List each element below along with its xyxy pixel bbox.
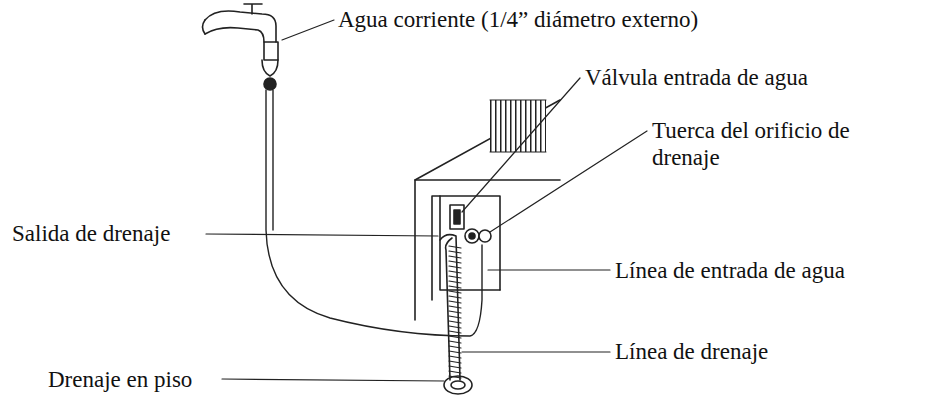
- hose-rib: [449, 256, 461, 258]
- hose-rib: [449, 326, 461, 328]
- hose-rib: [449, 291, 461, 293]
- hose-rib: [449, 316, 461, 318]
- supply-label: Agua corriente (1/4” diámetro externo): [338, 6, 698, 33]
- valve-label: Válvula entrada de agua: [585, 64, 808, 91]
- hose-rib: [449, 341, 461, 343]
- hose-rib: [449, 266, 461, 268]
- hose-rib: [449, 286, 461, 288]
- drain-outlet-label: Salida de drenaje: [12, 220, 170, 247]
- hose-rib: [449, 361, 461, 363]
- drain-nut-label: Tuerca del orificio de drenaje: [652, 117, 867, 171]
- drain-line-label: Línea de drenaje: [615, 338, 768, 365]
- floor-drain: [444, 376, 472, 394]
- hose-rib: [449, 336, 461, 338]
- hose-rib: [449, 281, 461, 283]
- hose-rib: [449, 276, 461, 278]
- hose-rib: [449, 371, 461, 373]
- hose-rib: [449, 356, 461, 358]
- water-tube: [266, 90, 482, 336]
- water-inlet-valve: [450, 205, 464, 229]
- leader-line: [206, 20, 647, 381]
- hose-rib: [449, 321, 461, 323]
- hose-rib: [449, 331, 461, 333]
- machine-panel: [415, 100, 560, 320]
- hose-rib: [449, 306, 461, 308]
- hose-rib: [449, 351, 461, 353]
- floor-drain-label: Drenaje en piso: [48, 366, 192, 393]
- hose-rib: [449, 296, 461, 298]
- faucet: [203, 4, 279, 90]
- hose-rib: [449, 301, 461, 303]
- hose-rib: [449, 246, 461, 248]
- hose-rib: [449, 366, 461, 368]
- hose-rib: [449, 251, 461, 253]
- inlet-line-label: Línea de entrada de agua: [615, 257, 845, 284]
- drain-nut: [465, 229, 479, 243]
- hose-rib: [449, 346, 461, 348]
- hose-rib: [449, 261, 461, 263]
- drain-hose: [440, 235, 460, 380]
- hose-rib: [449, 311, 461, 313]
- hose-rib: [449, 271, 461, 273]
